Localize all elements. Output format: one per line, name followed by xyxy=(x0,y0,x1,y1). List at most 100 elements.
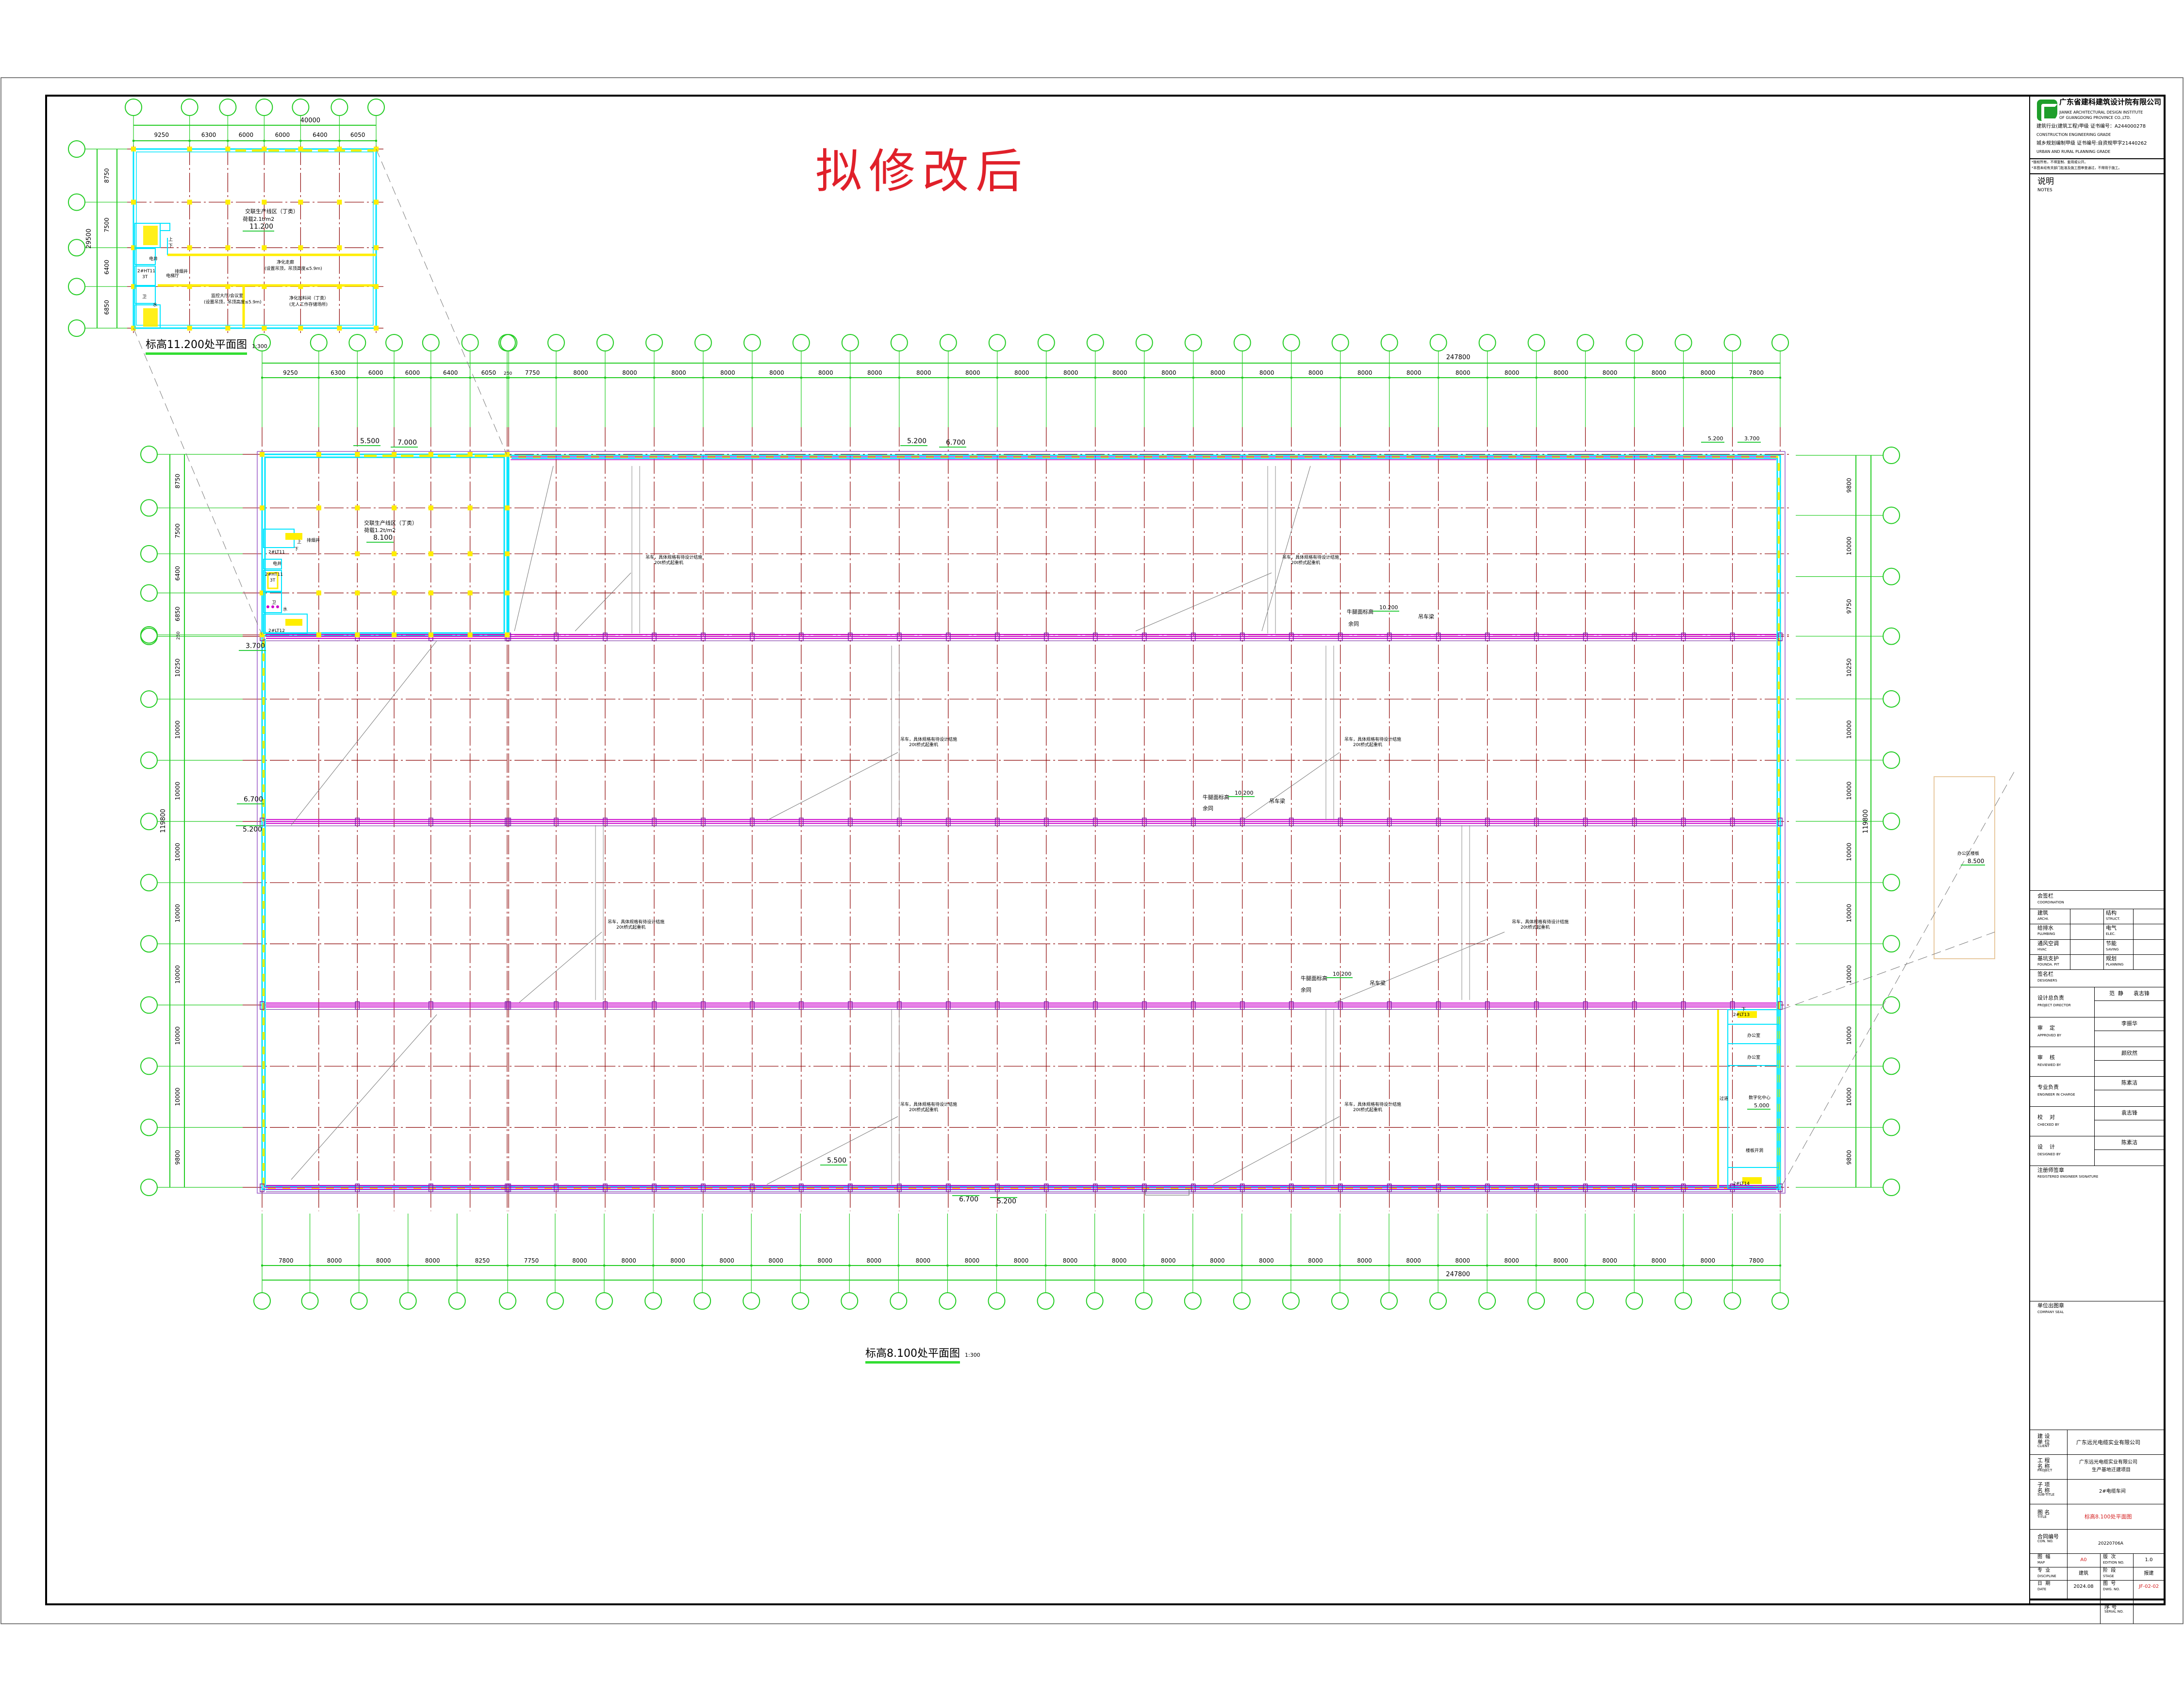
axis-bubble-icon xyxy=(1723,334,1741,351)
company-seal-heading: 单位出图章 xyxy=(2037,1302,2064,1309)
column-bracket xyxy=(1436,1001,1441,1010)
bottom-dim-tick xyxy=(1241,1265,1243,1266)
main-stair-lt12: 2#LT12 xyxy=(268,629,285,633)
crane-beam-label: 吊车梁 xyxy=(1269,798,1285,804)
designer-role: 专业负责 xyxy=(2037,1084,2059,1090)
column-bracket xyxy=(505,817,510,827)
column-bracket xyxy=(1778,633,1783,641)
top-dim-tick xyxy=(1290,377,1292,379)
top-dim-tick xyxy=(751,377,753,379)
cert-planning-en: URBAN AND RURAL PLANNING GRADE xyxy=(2036,150,2111,154)
column-icon xyxy=(428,452,433,457)
designers-heading: 签名栏 xyxy=(2037,971,2053,977)
coordination-heading: 会签栏 xyxy=(2037,893,2053,899)
top-dim-tick xyxy=(1486,377,1489,379)
inset-left-dim-label: 7500 xyxy=(103,217,110,233)
inset-top-dim-tick xyxy=(338,140,341,142)
column-icon xyxy=(187,200,192,205)
office-room-2: 办公室 xyxy=(1747,1055,1761,1060)
bottom-dim-tick xyxy=(1633,1265,1636,1266)
column-bracket xyxy=(1191,633,1196,641)
axis-bubble-icon xyxy=(1429,1292,1447,1310)
revision-stamp: 拟修改后 xyxy=(815,144,1029,199)
column-bracket xyxy=(1142,1183,1147,1192)
designer-name: 范 静 袁志锋 xyxy=(2109,990,2150,997)
column-bracket xyxy=(1534,1001,1539,1010)
main-zone-elevation: 8.100 xyxy=(366,534,394,543)
inset-top-dim-label: 6000 xyxy=(275,132,290,138)
column-bracket xyxy=(1681,817,1686,827)
bottom-dim-label: 8000 xyxy=(817,1257,832,1264)
crane-leader-line xyxy=(766,1116,898,1185)
column-bracket xyxy=(505,1001,510,1010)
column-icon xyxy=(428,505,433,511)
bottom-dim-tick xyxy=(897,1265,900,1266)
inset-water: 水 xyxy=(153,303,158,308)
coordination-discipline: 基坑支护 xyxy=(2037,955,2059,962)
column-icon xyxy=(467,505,473,511)
designer-role: 审 定 xyxy=(2037,1025,2055,1031)
designer-role-en: DESIGNED BY xyxy=(2037,1152,2061,1156)
divider xyxy=(2103,909,2104,969)
left-dim-label: 250 xyxy=(176,632,181,640)
inset-left-total-dim-label: 29500 xyxy=(85,229,93,249)
discipline-label: 专 业 xyxy=(2037,1568,2051,1573)
axis-bubble-icon xyxy=(219,99,237,116)
axis-bubble-icon xyxy=(890,334,908,351)
top-dim-tick xyxy=(800,377,802,379)
left-total-dim-label: 119800 xyxy=(160,809,167,833)
axis-bubble-icon xyxy=(331,99,348,116)
left-dim-label: 7500 xyxy=(174,523,181,538)
designer-role-en: APPROVED BY xyxy=(2037,1033,2062,1037)
axis-bubble-icon xyxy=(988,1292,1006,1310)
bottom-dim-tick xyxy=(1584,1265,1587,1266)
elevation-mark: 5.200 xyxy=(236,825,264,833)
top-dim-tick xyxy=(508,377,510,379)
column-bracket xyxy=(1730,817,1735,827)
elevation-mark: 5.500 xyxy=(820,1157,848,1166)
bottom-dim-label: 8000 xyxy=(572,1257,587,1264)
crane-spec: 吊车，具体规格有待设计结施 xyxy=(1344,737,1402,742)
edition-value: 1.0 xyxy=(2145,1557,2153,1563)
axis-bubble-icon xyxy=(1883,690,1900,708)
corbel-label: 牛腿面标高 xyxy=(1203,794,1229,800)
column-icon xyxy=(225,326,231,331)
column-bracket xyxy=(750,633,755,641)
column-icon xyxy=(260,452,265,457)
designer-role: 校 对 xyxy=(2037,1114,2055,1120)
crane-leader-line xyxy=(1261,466,1311,632)
designer-name: 陈素洁 xyxy=(2121,1139,2137,1146)
column-bracket xyxy=(799,817,804,827)
main-stair-ll11: 2#LT11 xyxy=(268,550,285,555)
axis-bubble-icon xyxy=(422,334,440,351)
top-dim-label: 9250 xyxy=(283,369,298,376)
bottom-dim-label: 8000 xyxy=(1014,1257,1029,1264)
column-icon xyxy=(505,551,510,556)
discipline-value: 建筑 xyxy=(2079,1571,2088,1576)
main-title: 标高8.100处平面图 xyxy=(865,1348,960,1364)
crane-leader-line xyxy=(1213,1116,1340,1185)
column-bracket xyxy=(652,817,657,827)
axis-bubble-icon xyxy=(181,99,199,116)
right-total-dim-label: 119800 xyxy=(1862,809,1870,833)
top-dim-label: 250 xyxy=(504,371,512,376)
inset-top-dim-tick xyxy=(227,140,229,142)
bottom-dim-label: 8000 xyxy=(1455,1257,1470,1264)
column-bracket xyxy=(1632,1183,1637,1192)
stair-down-label: 下 xyxy=(1741,1007,1746,1012)
client-value: 广东远光电缆实业有限公司 xyxy=(2076,1439,2140,1446)
axis-bubble-icon xyxy=(1883,996,1900,1014)
axis-bubble-icon xyxy=(890,1292,908,1310)
column-icon xyxy=(392,632,397,637)
main-lift-capacity: 3T xyxy=(270,578,276,583)
column-bracket xyxy=(701,633,706,641)
column-bracket xyxy=(1044,633,1049,641)
top-dim-label: 8000 xyxy=(1554,369,1569,376)
corbel-same: 余同 xyxy=(1301,987,1311,993)
axis-bubble-icon xyxy=(140,1057,158,1075)
top-dim-tick xyxy=(506,377,508,379)
column-bracket xyxy=(1485,633,1490,641)
